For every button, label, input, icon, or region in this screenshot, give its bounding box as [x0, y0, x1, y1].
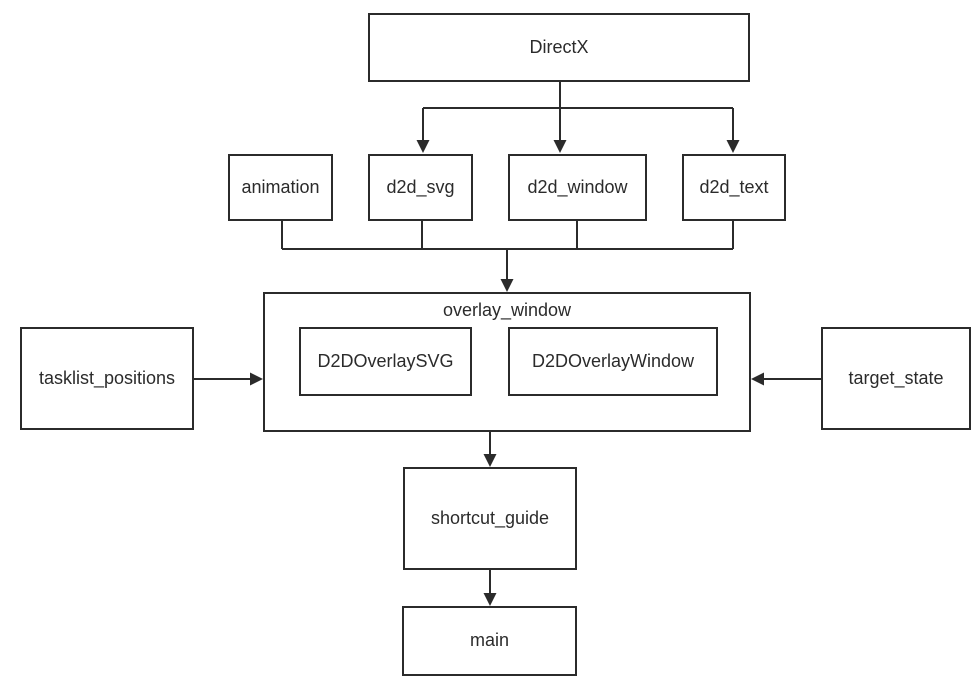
arrowhead-d2d-text: [726, 140, 740, 153]
node-d2d-overlay-svg: D2DOverlaySVG: [299, 327, 472, 396]
arrowhead-overlay-top: [500, 279, 514, 292]
node-target-state: target_state: [821, 327, 971, 430]
node-overlay-window: overlay_window D2DOverlaySVG D2DOverlayW…: [263, 292, 751, 432]
node-main-label: main: [469, 630, 509, 651]
node-directx: DirectX: [368, 13, 750, 82]
node-d2d-overlay-window-label: D2DOverlayWindow: [531, 350, 695, 371]
node-d2d-text-label: d2d_text: [699, 176, 769, 197]
node-d2d-svg-label: d2d_svg: [386, 176, 455, 197]
node-tasklist-positions-label: tasklist_positions: [38, 367, 176, 388]
node-d2d-overlay-svg-label: D2DOverlaySVG: [317, 350, 454, 371]
arrowhead-d2d-svg: [416, 140, 430, 153]
node-d2d-text: d2d_text: [682, 154, 786, 221]
node-d2d-overlay-window: D2DOverlayWindow: [508, 327, 718, 396]
node-shortcut-guide-label: shortcut_guide: [430, 507, 550, 528]
arrowhead-overlay-right: [751, 372, 764, 386]
node-main: main: [402, 606, 577, 676]
node-target-state-label: target_state: [848, 367, 944, 388]
arrowhead-d2d-window: [553, 140, 567, 153]
node-directx-label: DirectX: [529, 36, 589, 57]
node-d2d-window: d2d_window: [508, 154, 647, 221]
node-animation-label: animation: [241, 176, 320, 197]
arrowhead-overlay-left: [250, 372, 263, 386]
arrowhead-shortcut-guide: [483, 454, 497, 467]
node-overlay-window-label: overlay_window: [442, 300, 572, 320]
arrowhead-main: [483, 593, 497, 606]
node-shortcut-guide: shortcut_guide: [403, 467, 577, 570]
node-animation: animation: [228, 154, 333, 221]
node-d2d-svg: d2d_svg: [368, 154, 473, 221]
node-tasklist-positions: tasklist_positions: [20, 327, 194, 430]
node-d2d-window-label: d2d_window: [527, 176, 628, 197]
